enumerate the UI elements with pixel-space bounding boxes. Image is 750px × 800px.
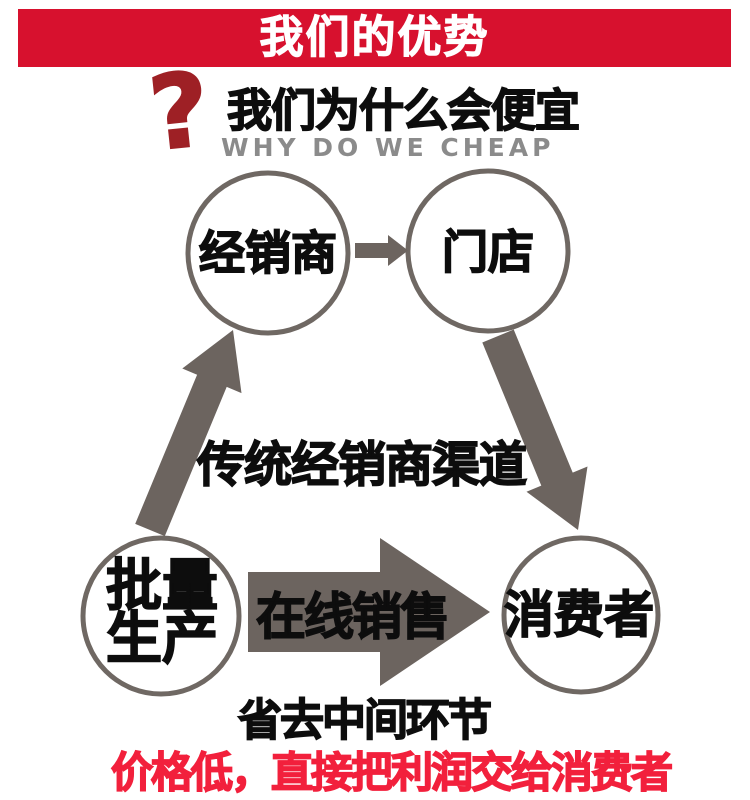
low-price-benefit-text: 价格低，直接把利润交给消费者 [110,748,674,797]
traditional-channel-label: 传统经销商渠道 [196,437,528,493]
arrow-bulk-to-distributor-icon [135,330,242,537]
bulk-production-line1: 批量 [105,554,219,619]
save-middlemen-text: 省去中间环节 [237,695,493,746]
consumer-circle [501,535,661,695]
arrow-store-to-consumer-icon [482,329,588,530]
headline-english: WHY DO WE CHEAP [221,133,555,162]
store-circle [405,168,571,334]
header-banner: 我们的优势 [18,9,731,67]
store-label: 门店 [441,225,535,279]
headline-chinese: 我们为什么会便宜 [226,84,581,137]
arrow-online-sales-icon [248,538,490,686]
online-sales-label: 在线销售 [255,588,451,646]
bulk-production-circle [80,535,242,697]
arrow-distributor-to-store-icon [355,235,408,266]
consumer-label: 消费者 [503,586,655,644]
bulk-production-label: 批量 生产 [105,554,219,673]
distributor-label: 经销商 [198,226,338,280]
page-title: 我们的优势 [259,12,490,63]
distributor-circle [185,170,351,336]
bulk-production-line2: 生产 [105,607,219,673]
